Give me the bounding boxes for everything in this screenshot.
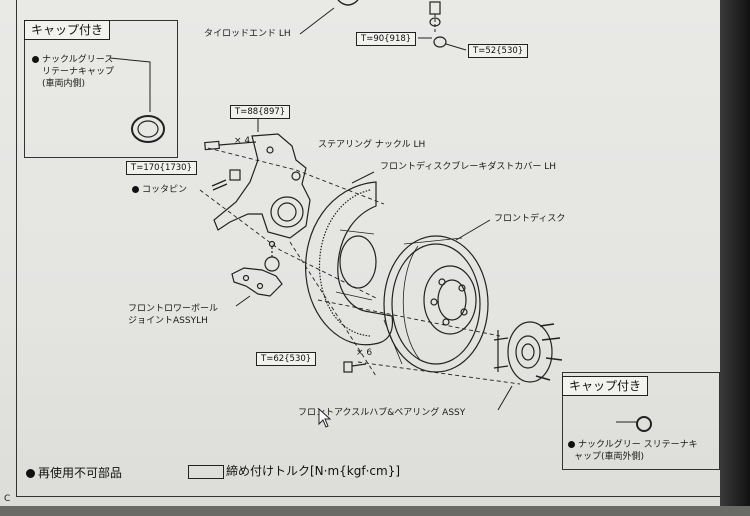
cotter-pin-label: コッタピン <box>132 185 187 196</box>
torque-box-icon <box>188 464 224 479</box>
steering-knuckle-label: ステアリング ナックル LH <box>318 140 426 150</box>
lower-ball-joint-label: フロントロワーボール <box>128 304 219 314</box>
tie-rod-end-label: タイロッドエンド LH <box>204 29 291 39</box>
tie-rod-end-icon <box>337 0 359 6</box>
non-reusable-dot-icon <box>568 441 575 448</box>
non-reusable-dot-icon <box>26 469 35 478</box>
legend-non-reusable: 再使用不可部品 <box>26 464 122 481</box>
bolt-count-4: × 4 <box>234 136 251 146</box>
corner-mark: C <box>4 494 11 504</box>
cap-outer-label-2: ャップ(車両外側) <box>574 452 645 462</box>
knuckle-bolt-icon <box>204 140 257 151</box>
knuckle-grease-cap-outer-icon <box>636 416 652 432</box>
monitor-bottom-edge <box>0 506 750 516</box>
cap-box-outer <box>562 372 720 470</box>
monitor-bezel <box>720 0 750 516</box>
knuckle-grease-cap-inner-icon <box>131 115 165 143</box>
non-reusable-dot-icon <box>32 56 39 63</box>
hub-bolt-icon <box>343 361 367 373</box>
cap-outer-label: ナックルグリー スリテーナキ <box>568 440 698 451</box>
cap-box-inner-title: キャップ付き <box>24 20 111 40</box>
axle-hub-bearing-icon <box>493 321 563 383</box>
mouse-cursor-icon <box>318 408 332 428</box>
dust-cover-label: フロントディスクブレーキダストカバー LH <box>380 162 557 172</box>
bolt-count-6: × 6 <box>356 348 373 358</box>
torque-box-1: T=90{918} <box>356 32 417 46</box>
dust-cover-icon <box>305 181 394 346</box>
legend-torque: 締め付けトルク[N·m{kgf·cm}] <box>188 462 400 479</box>
torque-box-3: T=88{897} <box>230 105 291 119</box>
torque-box-5: T=62{530} <box>256 352 317 366</box>
lower-ball-joint-icon <box>231 240 283 297</box>
cap-inner-label: ナックルグリース <box>32 55 113 66</box>
cap-inner-label-3: (車両内側) <box>42 79 86 89</box>
cap-box-outer-title: キャップ付き <box>562 376 649 396</box>
steering-knuckle-icon <box>213 133 311 239</box>
front-disc-label: フロントディスク <box>494 214 566 224</box>
torque-box-4: T=170{1730} <box>126 161 197 175</box>
non-reusable-dot-icon <box>132 186 139 193</box>
front-disc-icon <box>383 235 489 373</box>
torque-box-2: T=52{530} <box>468 44 529 58</box>
lower-ball-joint-label-2: ジョイントASSYLH <box>128 316 208 326</box>
cap-inner-label-2: リテーナキャップ <box>42 67 115 77</box>
axle-hub-label: フロントアクスルハブ&ベアリング ASSY <box>298 408 466 418</box>
